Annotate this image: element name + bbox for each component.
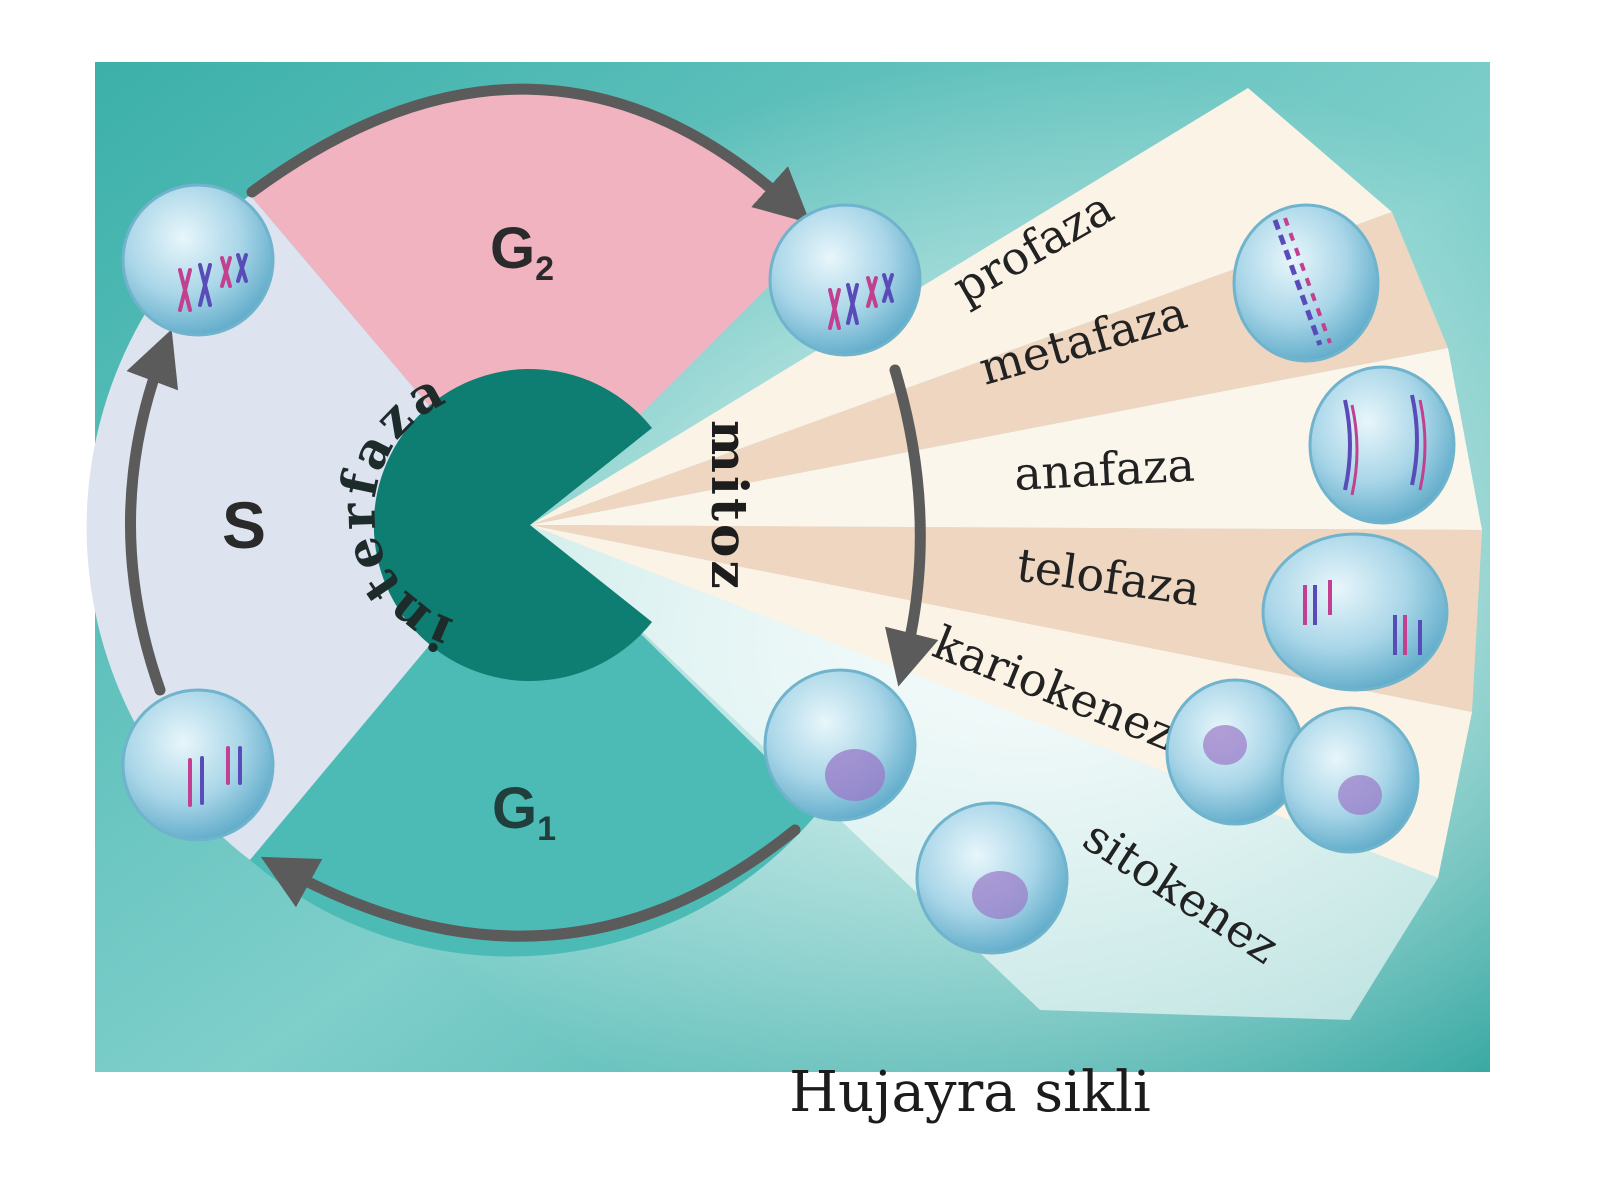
interfaza-center xyxy=(373,369,652,681)
label-s: S xyxy=(222,488,266,562)
band-anafaza xyxy=(530,348,1482,530)
caption: Hujayra sikli xyxy=(0,1060,1600,1125)
cell-metafaza xyxy=(1232,203,1380,363)
cell-s-g2 xyxy=(121,183,275,337)
stage-anafaza: anafaza xyxy=(1013,438,1196,501)
arrow-mitosis xyxy=(884,364,939,687)
sector-g2 xyxy=(250,94,820,525)
cell-telofaza xyxy=(1261,532,1449,692)
cell-anafaza xyxy=(1308,365,1456,525)
arrow-g1-bottom xyxy=(260,824,801,942)
cell-g2-m xyxy=(768,203,922,357)
cell-kariokenez xyxy=(1165,678,1420,854)
label-g2: G2 xyxy=(490,216,554,288)
sector-g1 xyxy=(250,525,820,957)
band-telofaza xyxy=(530,525,1482,712)
cell-m-g1 xyxy=(763,668,917,822)
band-profaza xyxy=(530,88,1392,525)
label-mitoz: mitoz xyxy=(700,420,759,592)
band-sitokenez xyxy=(530,525,1438,1020)
label-g1: G1 xyxy=(492,776,556,848)
band-metafaza xyxy=(530,212,1448,525)
cell-sitokenez xyxy=(915,801,1069,955)
arrow-s-left xyxy=(125,329,179,696)
cell-g1-s xyxy=(121,688,275,842)
cycle-arrows xyxy=(125,83,939,942)
figure-caption: Hujayra sikli xyxy=(789,1060,1151,1125)
mitosis-fan xyxy=(530,88,1482,1020)
arrow-g2-top xyxy=(246,83,811,224)
